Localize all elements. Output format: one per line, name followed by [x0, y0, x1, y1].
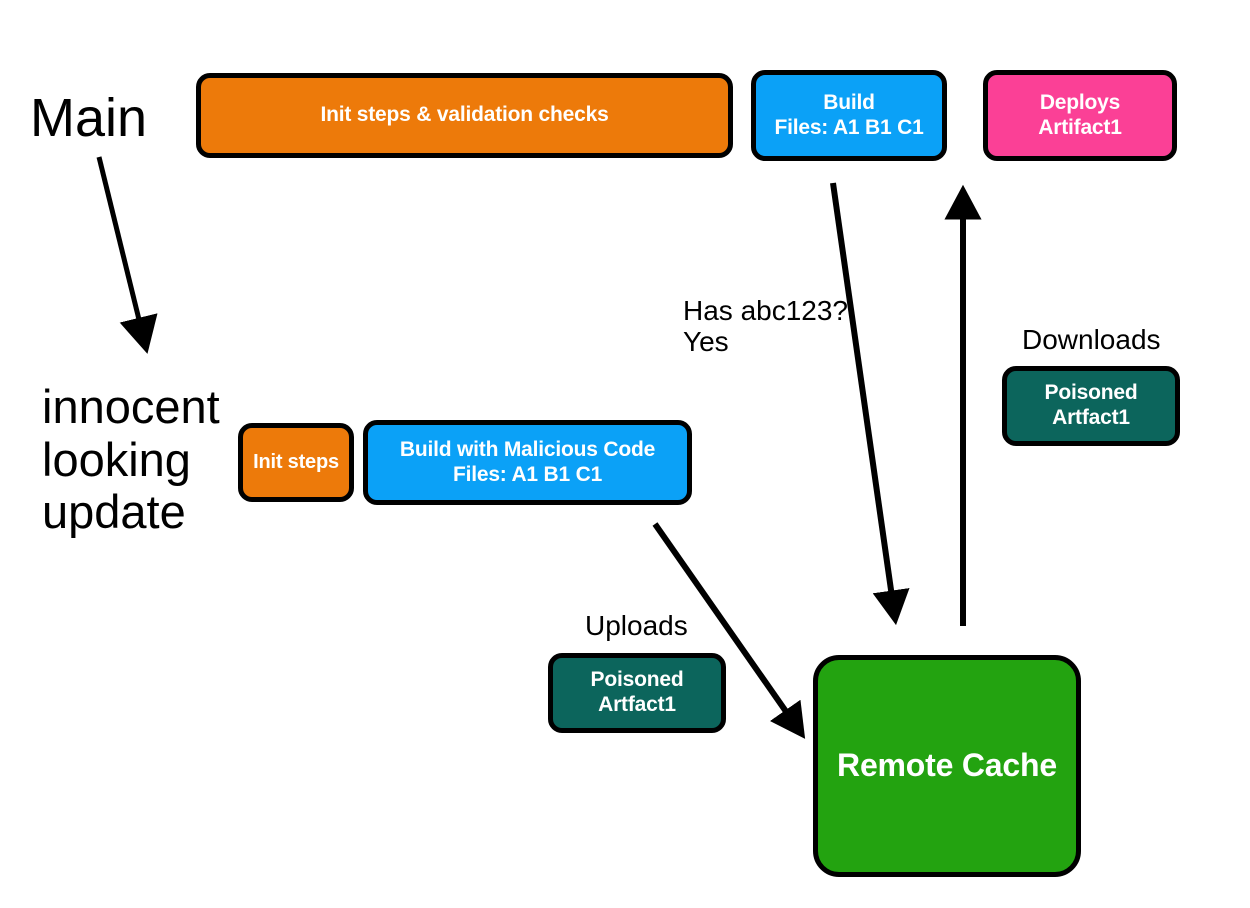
- node-uploads-poisoned-artifact[interactable]: Poisoned Artfact1: [548, 653, 726, 733]
- lane-label-feature-branch: innocent looking update: [42, 380, 220, 539]
- node-remote-cache[interactable]: Remote Cache: [813, 655, 1081, 877]
- arrow-build-checks-cache: [830, 182, 910, 626]
- annotation-uploads: Uploads: [585, 610, 688, 641]
- node-feature-init-steps[interactable]: Init steps: [238, 423, 354, 502]
- lane-label-main: Main: [30, 88, 148, 148]
- node-main-init-steps[interactable]: Init steps & validation checks: [196, 73, 733, 158]
- annotation-cache-query: Has abc123? Yes: [683, 295, 849, 358]
- arrow-main-to-feature-branch: [96, 156, 158, 354]
- node-feature-build-malicious[interactable]: Build with Malicious Code Files: A1 B1 C…: [363, 420, 692, 505]
- annotation-downloads: Downloads: [1022, 324, 1161, 355]
- node-downloads-poisoned-artifact[interactable]: Poisoned Artfact1: [1002, 366, 1180, 446]
- node-main-deploys-artifact[interactable]: Deploys Artifact1: [983, 70, 1177, 161]
- node-main-build[interactable]: Build Files: A1 B1 C1: [751, 70, 947, 161]
